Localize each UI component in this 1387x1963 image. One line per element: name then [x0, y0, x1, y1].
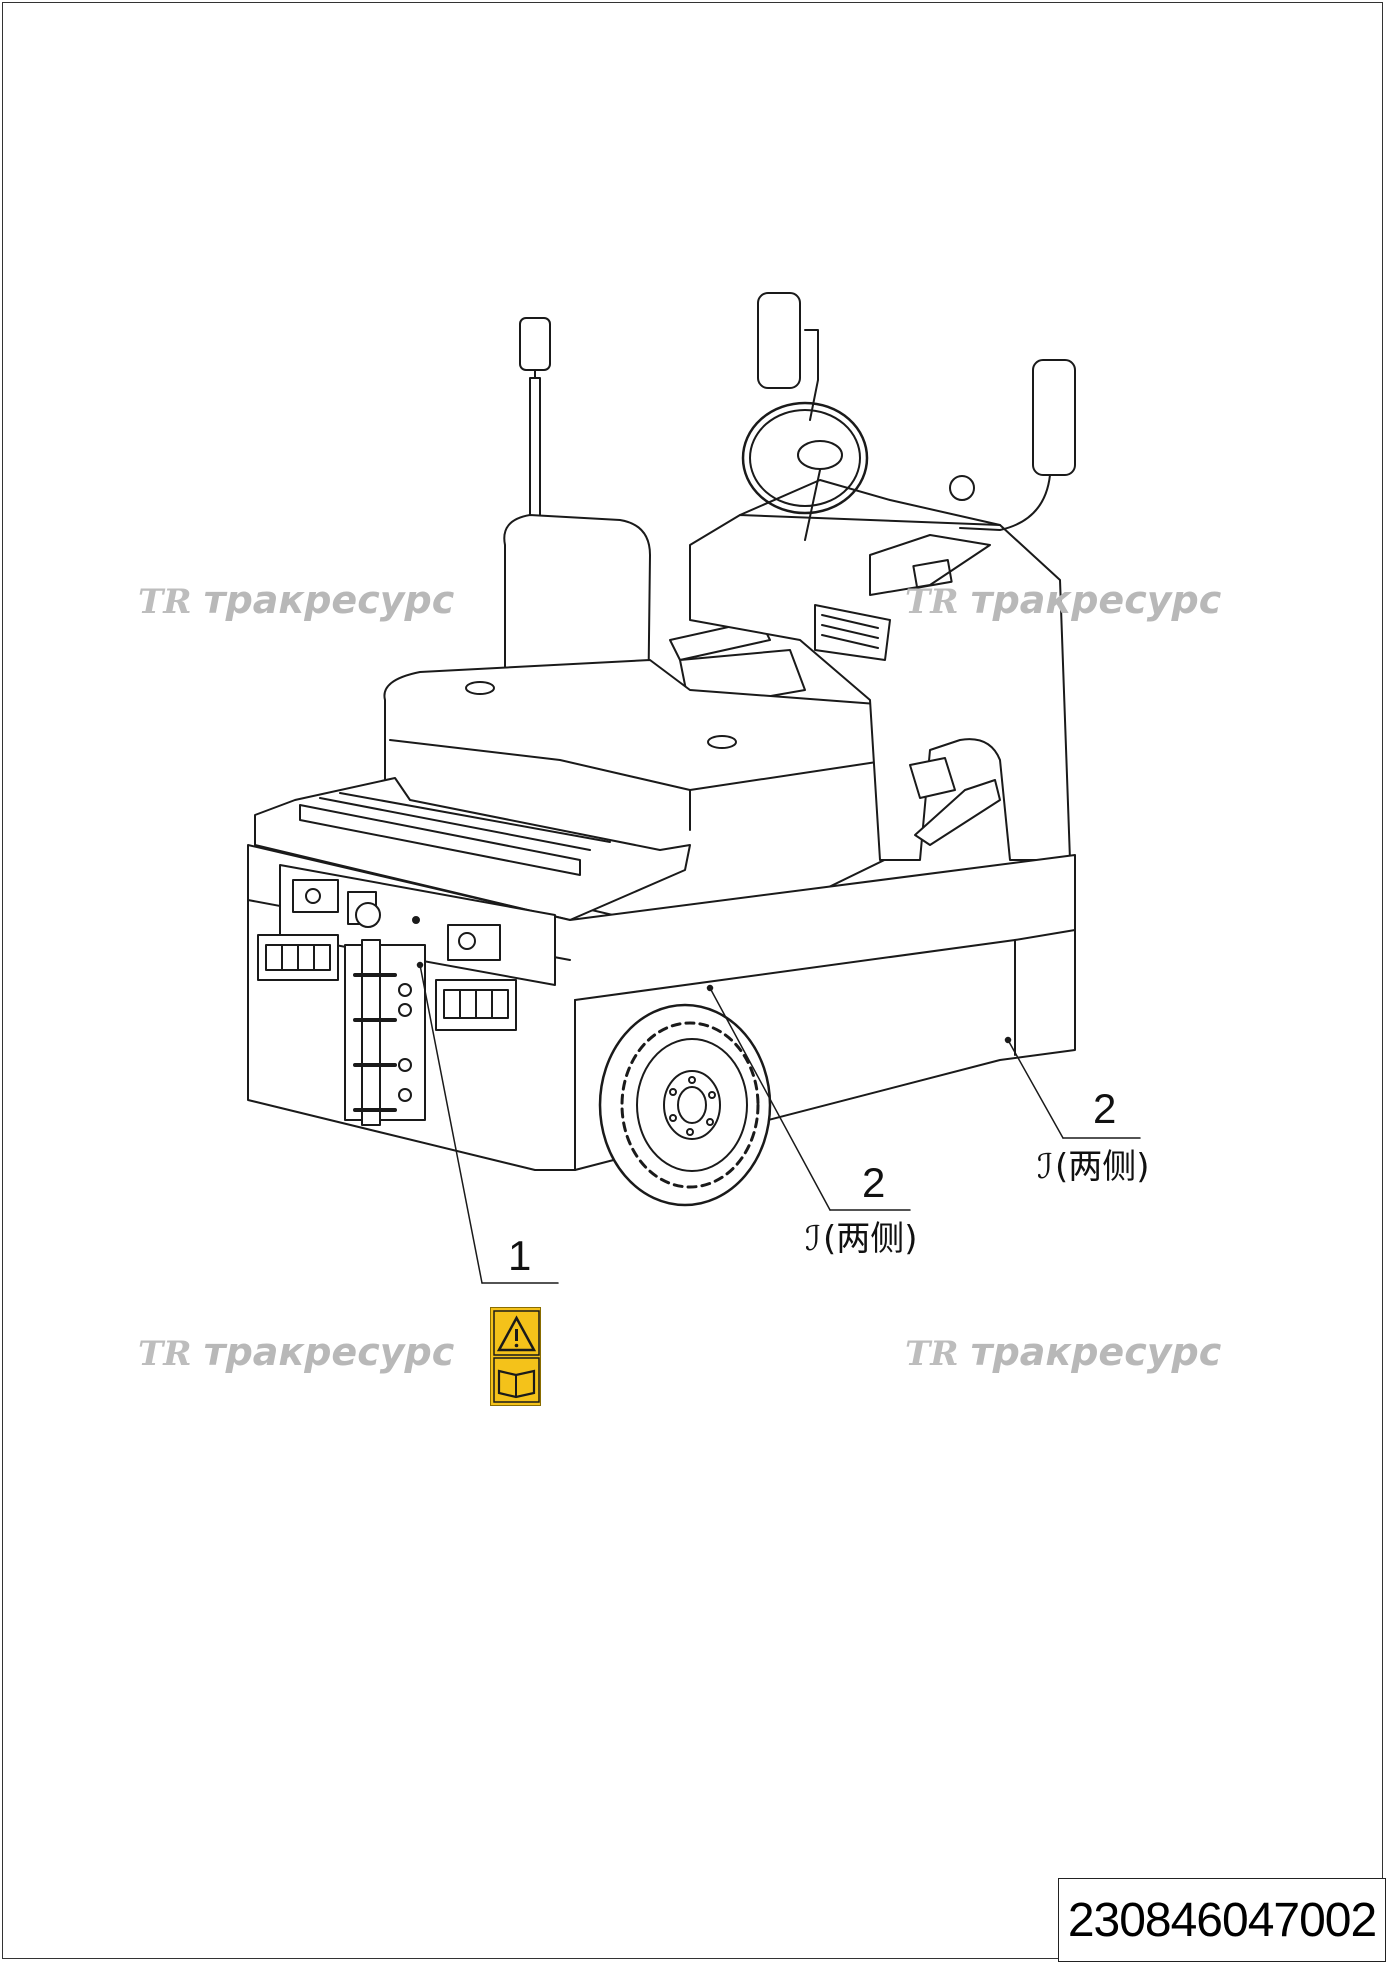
watermark: TR тракресурс	[905, 578, 1221, 622]
tail-lights	[257, 934, 517, 1031]
leader-lines	[416, 961, 1141, 1284]
lifting-hook-icon: ℐ	[805, 1219, 821, 1259]
watermark: TR тракресурс	[138, 578, 454, 622]
pedals	[909, 757, 1001, 846]
manual-book-icon	[493, 1357, 540, 1403]
tow-coupling	[344, 902, 426, 1126]
lifting-hook-icon: ℐ	[1037, 1147, 1053, 1187]
watermark-logo: TR	[905, 1334, 959, 1374]
callout-note-text: (两侧)	[1054, 1147, 1150, 1187]
watermark-logo: TR	[138, 582, 192, 622]
document-number: 230846047002	[1058, 1878, 1386, 1962]
callout-note-text: (两侧)	[822, 1219, 918, 1259]
watermark-logo: TR	[905, 582, 959, 622]
warning-decal	[490, 1307, 541, 1406]
callout-note: ℐ(两侧)	[1037, 1150, 1150, 1184]
watermark-text: тракресурс	[203, 1330, 455, 1374]
watermark-text: тракресурс	[970, 578, 1222, 622]
watermark: TR тракресурс	[905, 1330, 1221, 1374]
callout-number-1: 1	[508, 1232, 532, 1279]
watermark-logo: TR	[138, 1334, 192, 1374]
mirrors	[757, 292, 1076, 531]
callout-number-2: 2	[862, 1159, 886, 1206]
rear-wheel	[598, 1003, 772, 1207]
callout-note: ℐ(两侧)	[805, 1222, 918, 1256]
watermark: TR тракресурс	[138, 1330, 454, 1374]
watermark-text: тракресурс	[203, 578, 455, 622]
dashboard	[689, 401, 1071, 861]
watermark-text: тракресурс	[970, 1330, 1222, 1374]
callout-number-2: 2	[1093, 1085, 1117, 1132]
warning-triangle-icon	[493, 1310, 540, 1356]
